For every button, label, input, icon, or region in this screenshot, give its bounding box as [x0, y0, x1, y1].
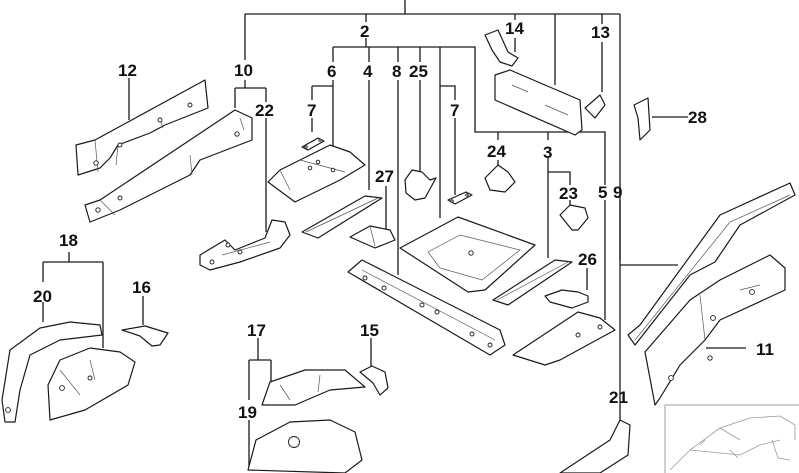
part-19-wheelhouse[interactable]	[247, 419, 363, 473]
callout-9[interactable]: 9	[613, 183, 622, 202]
part-23-bracket[interactable]	[559, 204, 589, 231]
part-15-bracket[interactable]	[359, 365, 389, 396]
callout-14[interactable]: 14	[505, 19, 524, 38]
callout-5[interactable]: 5	[598, 183, 607, 202]
part-11-side-member[interactable]	[644, 254, 786, 406]
callout-16[interactable]: 16	[132, 278, 151, 297]
callout-25[interactable]: 25	[409, 62, 428, 81]
part-12-side-member[interactable]	[75, 79, 209, 176]
part-18-wheelhouse[interactable]	[47, 347, 136, 421]
callout-24[interactable]: 24	[487, 142, 506, 161]
callout-17[interactable]: 17	[247, 321, 266, 340]
part-7-plate-right[interactable]	[447, 191, 473, 205]
part-3-rail[interactable]	[492, 259, 573, 306]
part-17-wheelhouse[interactable]	[261, 369, 366, 406]
part-24-bracket[interactable]	[484, 164, 516, 193]
vehicle-inset	[664, 404, 799, 473]
callout-20[interactable]: 20	[33, 287, 52, 306]
part-28-bracket[interactable]	[633, 97, 651, 141]
part-13-bracket[interactable]	[584, 94, 606, 119]
callout-7-right[interactable]: 7	[450, 101, 459, 120]
callout-2[interactable]: 2	[360, 22, 369, 41]
callout-28[interactable]: 28	[688, 108, 707, 127]
part-7-plate-left[interactable]	[301, 137, 325, 151]
callout-3[interactable]: 3	[543, 143, 552, 162]
part-10-side-member[interactable]	[84, 109, 253, 223]
callout-21[interactable]: 21	[609, 388, 628, 407]
part-25-bracket[interactable]	[404, 169, 437, 201]
part-22-bracket[interactable]	[199, 219, 291, 271]
part-27-bracket[interactable]	[349, 225, 396, 249]
callout-22[interactable]: 22	[255, 101, 274, 120]
part-26-bracket[interactable]	[544, 289, 589, 309]
part-8-floor-pan[interactable]	[399, 216, 536, 293]
callout-26[interactable]: 26	[578, 250, 597, 269]
inset-frame	[664, 404, 799, 473]
part-6-floor-plate[interactable]	[267, 144, 366, 203]
part-8-sill[interactable]	[347, 259, 506, 356]
callout-23[interactable]: 23	[559, 184, 578, 203]
callout-19[interactable]: 19	[238, 403, 257, 422]
part-21-member[interactable]	[559, 419, 631, 473]
callout-11[interactable]: 11	[756, 340, 774, 359]
callout-8[interactable]: 8	[392, 62, 401, 81]
callout-13[interactable]: 13	[591, 23, 610, 42]
part-20-wheelhouse-arch[interactable]	[1, 321, 103, 423]
callout-labels: 2 3 4 5 6 7 7 8 9 10 11 12 13 14 15 16 1…	[33, 19, 774, 422]
callout-7-left[interactable]: 7	[307, 101, 316, 120]
part-16-bracket[interactable]	[121, 325, 169, 347]
callout-4[interactable]: 4	[363, 62, 373, 81]
vehicle-outline-icon	[669, 415, 796, 471]
callout-27[interactable]: 27	[375, 167, 394, 186]
callout-18[interactable]: 18	[59, 231, 78, 250]
part-5-floor-plate[interactable]	[512, 311, 616, 366]
part-9-crossmember[interactable]	[494, 69, 583, 136]
callout-15[interactable]: 15	[360, 321, 379, 340]
callout-10[interactable]: 10	[234, 61, 253, 80]
leader-lines	[42, 0, 746, 470]
callout-6[interactable]: 6	[327, 62, 336, 81]
callout-12[interactable]: 12	[118, 61, 137, 80]
part-4-rail[interactable]	[301, 195, 383, 239]
part-14-gusset[interactable]	[484, 29, 519, 67]
part-9-side-rail[interactable]	[627, 182, 796, 346]
